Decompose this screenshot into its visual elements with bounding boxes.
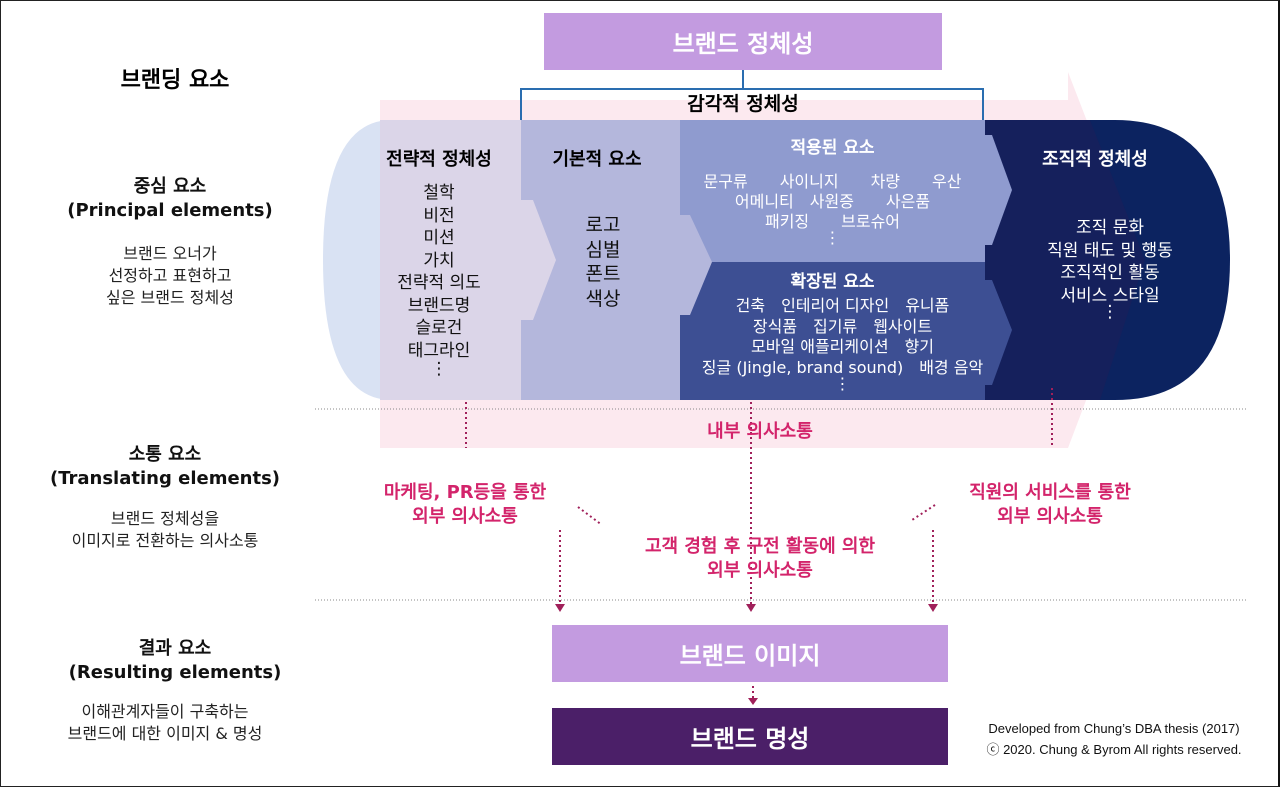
extended-title: 확장된 요소	[790, 272, 875, 292]
brand-identity-box: 브랜드 정체성	[544, 13, 942, 70]
strategic-title: 전략적 정체성	[386, 149, 492, 170]
sensory-bracket	[520, 88, 984, 120]
sensory-identity-label: 감각적 정체성	[687, 93, 799, 115]
organizational-title: 조직적 정체성	[1042, 149, 1148, 170]
basic-title: 기본적 요소	[552, 149, 642, 170]
strategic-capsule-left	[323, 120, 392, 400]
branding-elements-heading: 브랜딩 요소	[120, 68, 230, 93]
strategic-column	[380, 120, 521, 400]
applied-column	[680, 120, 985, 262]
principal-label: 중심 요소(Principal elements)	[67, 176, 273, 221]
extended-column	[680, 262, 985, 400]
extended-arrow	[985, 280, 1012, 385]
internal-communication-label: 내부 의사소통	[707, 421, 813, 442]
applied-title: 적용된 요소	[790, 138, 875, 158]
strategic-arrow	[521, 200, 556, 320]
translating-label: 소통 요소(Translating elements)	[49, 444, 281, 489]
credit: Developed from Chung’s DBA thesis (2017)…	[986, 721, 1242, 757]
brand-reputation-box: 브랜드 명성	[552, 708, 948, 765]
resulting-label: 결과 요소(Resulting elements)	[68, 638, 282, 683]
applied-arrow	[985, 135, 1012, 245]
organizational-shade	[985, 120, 1145, 400]
basic-arrow	[680, 215, 712, 315]
brand-image-box: 브랜드 이미지	[552, 625, 948, 682]
